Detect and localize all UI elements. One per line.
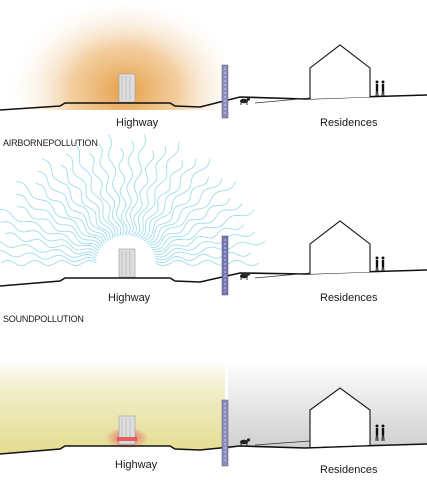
- sound-wave-line: [154, 231, 256, 258]
- dog-icon: [240, 97, 251, 105]
- sound-wave-line: [89, 152, 119, 237]
- airborne-pollution-panel: Highway Residences AIRBORNEPOLLUTION: [0, 0, 427, 160]
- sound-wave-line: [37, 170, 107, 243]
- property-line: [254, 440, 311, 446]
- highway-label: Highway: [116, 117, 159, 129]
- people-icon: [375, 80, 385, 98]
- sound-wave-line: [141, 158, 197, 240]
- sound-wave-line: [139, 160, 183, 239]
- truck-icon: [118, 248, 136, 278]
- residences-label: Residences: [320, 464, 378, 476]
- sound-wave-line: [134, 145, 167, 237]
- sound-wave-line: [97, 143, 122, 237]
- sound-wave-line: [118, 147, 128, 236]
- combined-pollution-panel: Highway Residences: [0, 350, 427, 480]
- people-icon: [375, 424, 385, 442]
- residences-label: Residences: [320, 292, 378, 304]
- residences-label: Residences: [320, 117, 378, 129]
- sound-wave-line: [150, 198, 230, 248]
- sound-wave-line: [0, 241, 97, 259]
- sound-wave-line: [147, 178, 223, 245]
- panel-caption: SOUNDPOLLUTION: [3, 314, 84, 324]
- airborne-diagram: [0, 0, 427, 119]
- property-line: [254, 97, 311, 104]
- sound-pollution-panel: Highway Residences SOUNDPOLLUTION: [0, 134, 427, 335]
- highway-label: Highway: [108, 292, 151, 304]
- sound-wave-line: [143, 158, 211, 242]
- sound-wave-line: [145, 176, 210, 243]
- noise-barrier-icon: [221, 64, 229, 119]
- sound-wave-line: [15, 194, 102, 248]
- house-icon: [309, 44, 371, 99]
- sound-wave-line: [65, 153, 113, 239]
- sound-wave-line: [131, 150, 155, 237]
- noise-barrier-icon: [221, 235, 229, 296]
- sound-wave-line: [35, 182, 105, 245]
- sound-wave-line: [0, 221, 99, 255]
- highway-label: Highway: [115, 459, 158, 471]
- sound-wave-line: [152, 203, 243, 251]
- panel-caption: AIRBORNEPOLLUTION: [3, 138, 98, 148]
- sound-wave-line: [129, 134, 146, 236]
- sound-wave-line: [155, 259, 260, 267]
- dog-icon: [240, 438, 251, 446]
- sound-wave-line: [60, 164, 111, 240]
- airborne-pollution-cloud: [5, 0, 225, 110]
- house-icon: [309, 220, 371, 274]
- people-icon: [375, 256, 385, 273]
- sound-wave-line: [0, 259, 97, 267]
- property-line: [254, 272, 311, 279]
- sound-wave-line: [16, 181, 104, 246]
- sound-wave-line: [149, 181, 237, 247]
- sound-diagram: [0, 134, 427, 296]
- truck-icon: [118, 73, 136, 103]
- sound-wave-line: [41, 158, 109, 241]
- sound-wave-line: [107, 134, 125, 236]
- sound-waves: [0, 134, 266, 267]
- sound-wave-line: [153, 209, 255, 253]
- sound-wave-line: [155, 251, 251, 264]
- ground-line: [0, 443, 427, 455]
- house-icon: [309, 387, 371, 447]
- noise-barrier-icon: [221, 399, 229, 467]
- sound-wave-line: [0, 250, 97, 262]
- sound-wave-line: [155, 240, 266, 261]
- truck-icon: [117, 415, 137, 445]
- sound-wave-line: [16, 206, 101, 250]
- sound-wave-line: [154, 224, 245, 255]
- ground-line: [0, 269, 427, 287]
- combined-haze: [0, 360, 225, 454]
- combined-diagram: [0, 360, 427, 467]
- sound-wave-line: [0, 208, 100, 252]
- dog-icon: [240, 272, 251, 280]
- sound-wave-line: [73, 142, 116, 238]
- sound-wave-line: [125, 140, 135, 236]
- sound-wave-line: [136, 142, 180, 238]
- sound-wave-line: [4, 232, 98, 257]
